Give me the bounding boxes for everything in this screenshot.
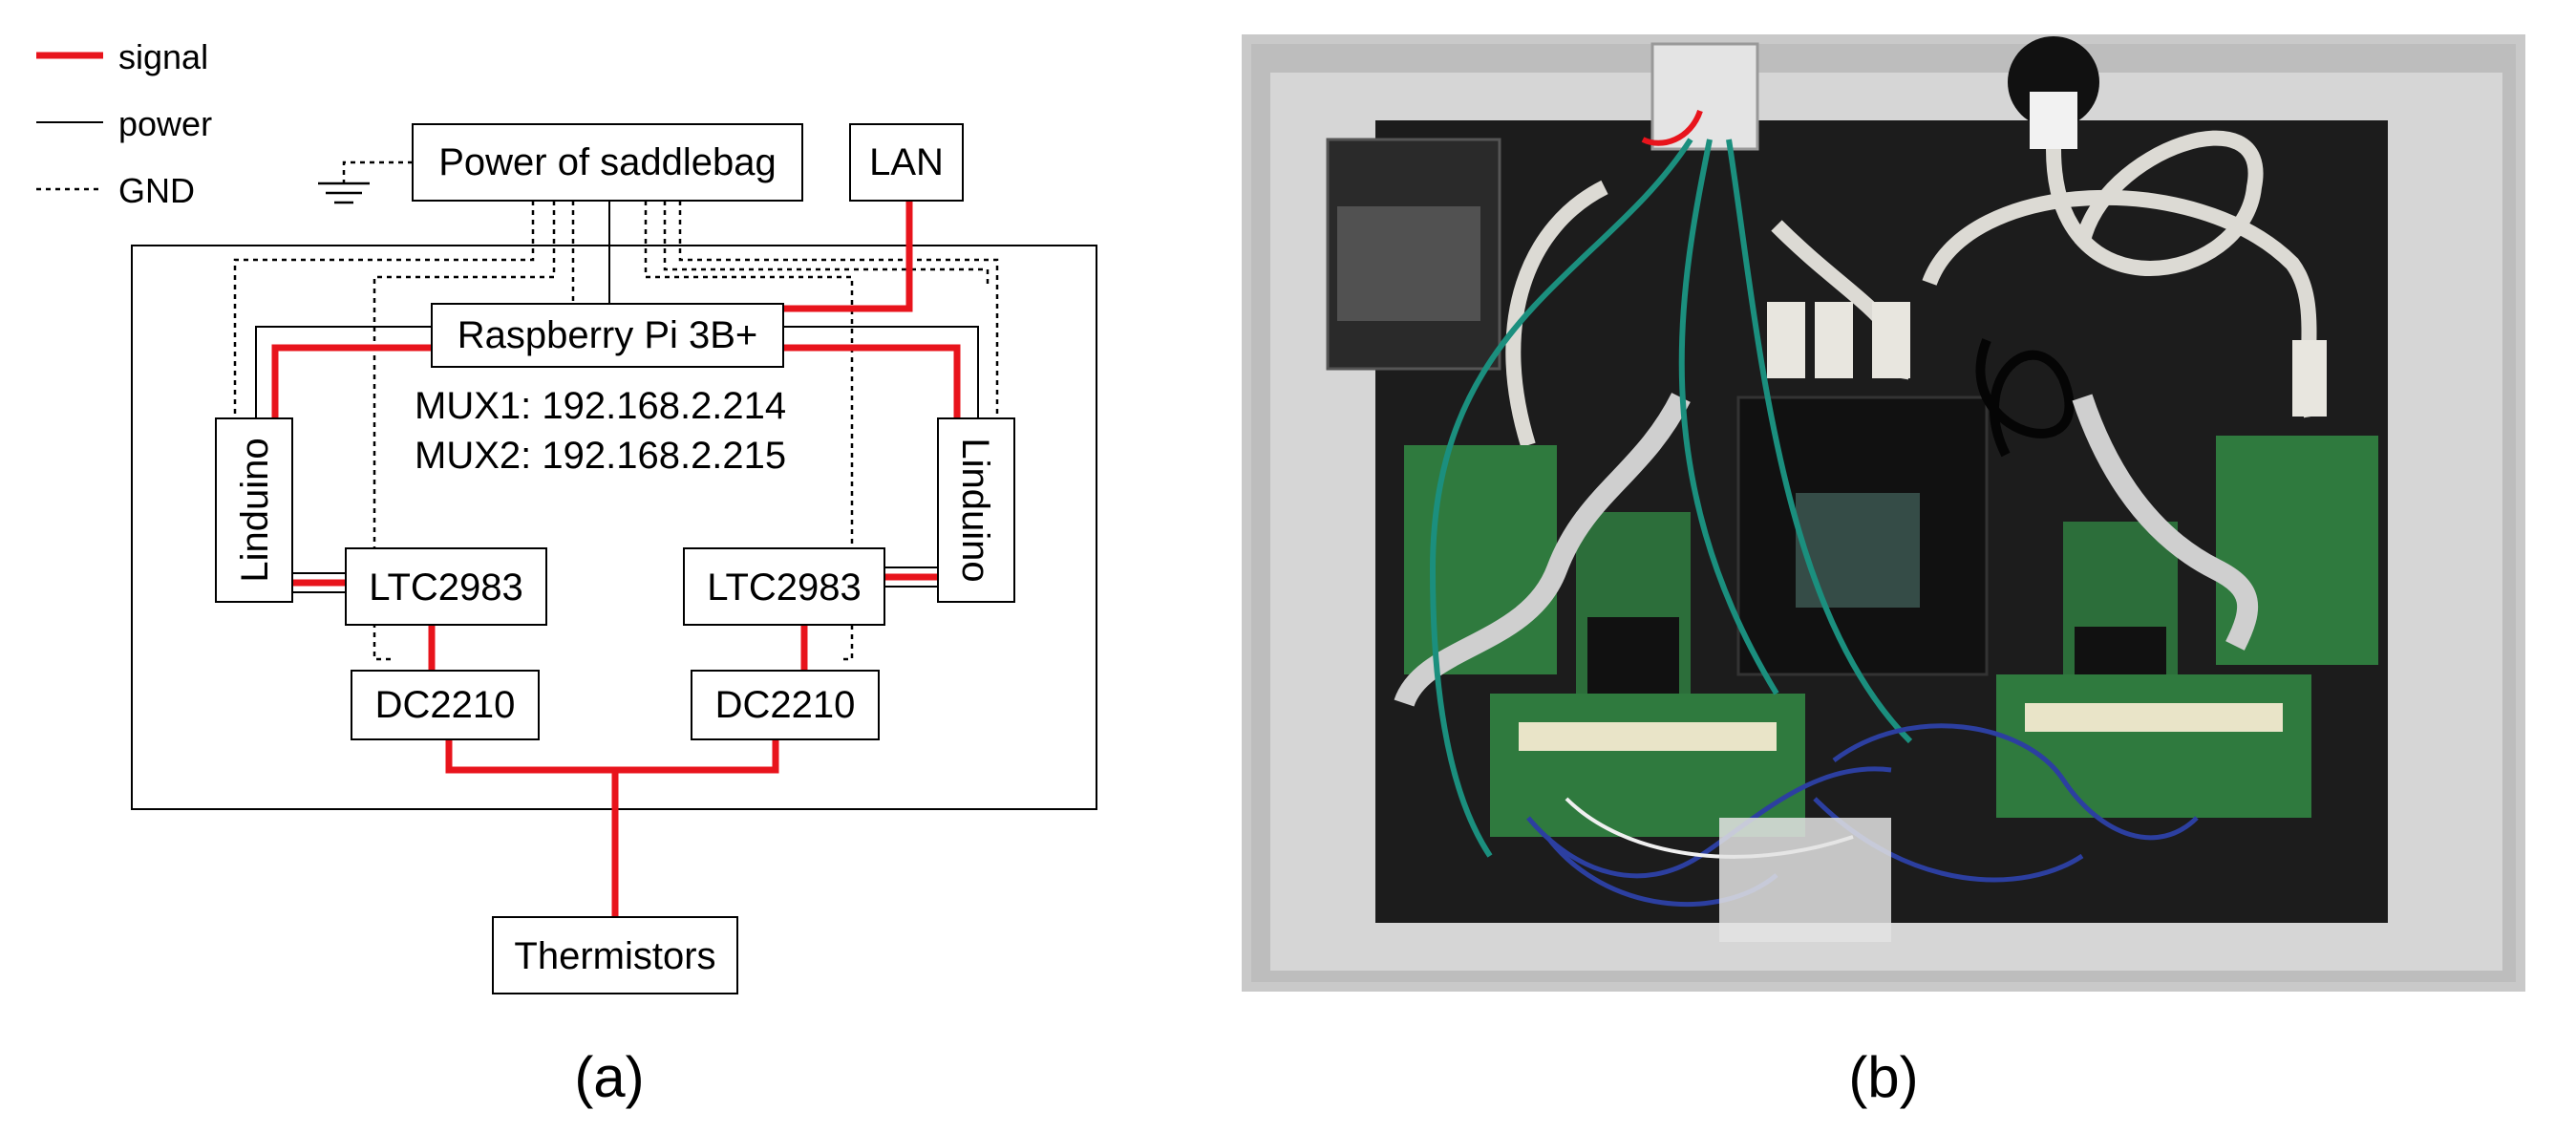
ltc-right-box: LTC2983 <box>683 547 885 626</box>
power-connector <box>1650 42 1759 151</box>
ground-symbol <box>318 160 413 204</box>
ltc-left-label: LTC2983 <box>369 566 523 609</box>
power-wiring <box>255 201 979 593</box>
power-source-box: Power of saddlebag <box>412 123 803 202</box>
dc-left-label: DC2210 <box>375 684 516 726</box>
ltc-right-label: LTC2983 <box>707 566 862 609</box>
dc-right-label: DC2210 <box>715 684 856 726</box>
dc2210-board-left <box>1490 694 1805 837</box>
label-b: (b) <box>1848 1045 1918 1109</box>
dc2210-board-right <box>1996 674 2311 818</box>
legend: signal power GND <box>36 37 212 210</box>
thermistors-label: Thermistors <box>514 935 715 977</box>
legend-gnd-label: GND <box>118 171 195 210</box>
label-a: (a) <box>574 1045 644 1109</box>
power-source-label: Power of saddlebag <box>438 141 777 183</box>
raspberry-pi-box: Raspberry Pi 3B+ <box>431 303 784 368</box>
lan-label: LAN <box>869 141 944 183</box>
tape-bundle <box>1719 818 1891 942</box>
legend-signal-label: signal <box>118 37 208 76</box>
linduino-right-label: Linduino <box>954 438 996 582</box>
linduino-left-box: Linduino <box>215 417 293 603</box>
raspberry-pi-label: Raspberry Pi 3B+ <box>458 314 758 356</box>
lan-box: LAN <box>849 123 964 202</box>
ltc-left-box: LTC2983 <box>345 547 547 626</box>
gnd-wiring <box>233 201 999 661</box>
hardware-photo <box>1242 34 2525 992</box>
signal-wiring <box>271 201 961 917</box>
dc-right-box: DC2210 <box>691 670 880 740</box>
linduino-left-label: Linduino <box>234 438 276 582</box>
mux2-address: MUX2: 192.168.2.215 <box>415 435 786 477</box>
mux1-address: MUX1: 192.168.2.214 <box>415 385 786 427</box>
linduino-right-box: Linduino <box>937 417 1015 603</box>
legend-power-label: power <box>118 104 212 143</box>
dc-left-box: DC2210 <box>351 670 540 740</box>
thermistors-box: Thermistors <box>492 916 738 994</box>
